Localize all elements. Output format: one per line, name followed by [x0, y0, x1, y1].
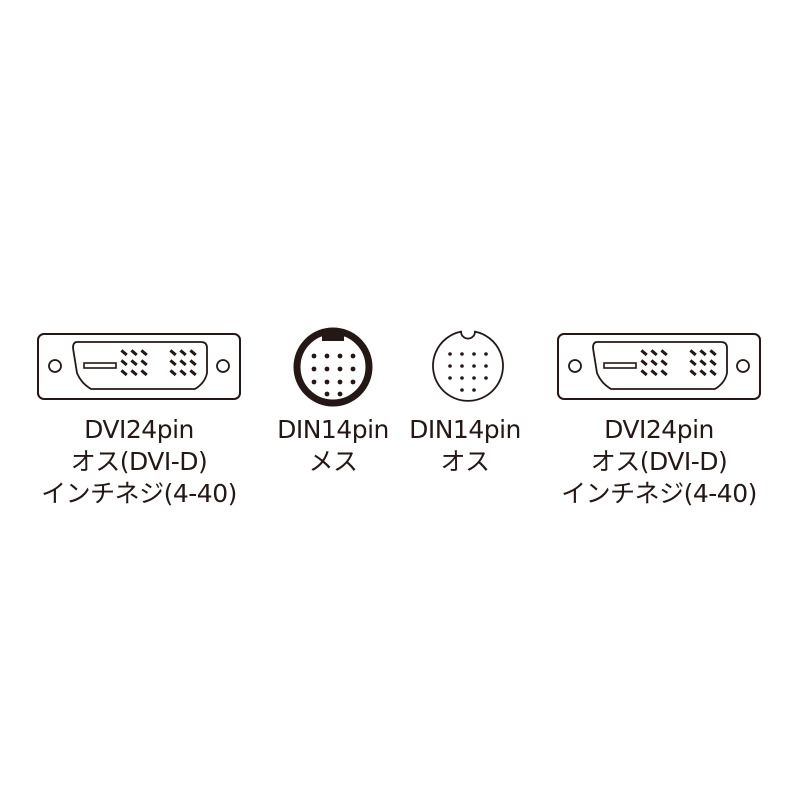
dvi-left-label-line-3: インチネジ(4-40) — [41, 479, 237, 508]
dvi-left-label: DVI24pin オス(DVI-D) インチネジ(4-40) — [28, 414, 250, 510]
din-female-label: DIN14pin メス — [270, 414, 396, 478]
dvi-connector-icon — [37, 333, 241, 400]
din-male-connector — [430, 328, 506, 404]
din-female-label-line-2: メス — [308, 447, 358, 476]
din-male-label-line-1: DIN14pin — [409, 415, 521, 444]
dvi-right-label-line-3: インチネジ(4-40) — [561, 479, 757, 508]
dvi-left-label-line-1: DVI24pin — [84, 415, 194, 444]
dvi-right-label-line-1: DVI24pin — [604, 415, 714, 444]
din-female-connector — [292, 326, 374, 408]
din-female-connector-icon — [293, 327, 373, 407]
dvi-left-label-line-2: オス(DVI-D) — [70, 447, 208, 476]
din-male-label-line-2: オス — [440, 447, 490, 476]
din-female-label-line-1: DIN14pin — [277, 415, 389, 444]
din-male-label: DIN14pin オス — [402, 414, 528, 478]
dvi-right-label-line-2: オス(DVI-D) — [590, 447, 728, 476]
dvi-right-label: DVI24pin オス(DVI-D) インチネジ(4-40) — [548, 414, 770, 510]
dvi-connector-left — [37, 333, 241, 400]
dvi-connector-icon — [557, 333, 761, 400]
dvi-connector-right — [557, 333, 761, 400]
din-male-connector-icon — [432, 330, 504, 402]
